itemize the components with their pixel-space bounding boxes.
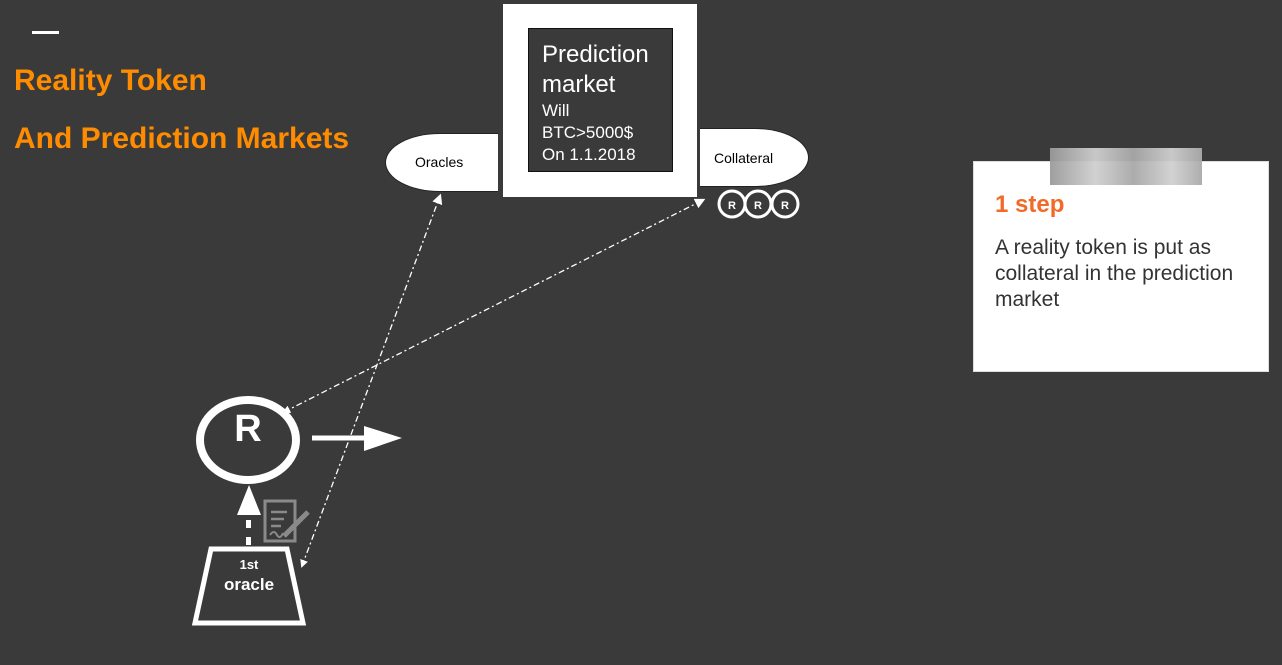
oracles-label: Oracles bbox=[415, 154, 464, 170]
reality-token-letter: R bbox=[234, 408, 262, 450]
reality-token-circle bbox=[196, 396, 300, 484]
first-oracle-label-line2: oracle bbox=[223, 575, 275, 594]
collateral-token-3-letter: R bbox=[781, 200, 789, 212]
collateral-token-1: R bbox=[717, 189, 747, 219]
slide-title-line2: And Prediction Markets bbox=[14, 122, 350, 155]
step-note-heading: 1 step bbox=[995, 191, 1065, 218]
collateral-token-2-letter: R bbox=[754, 200, 762, 212]
collateral-token-2: R bbox=[743, 189, 773, 219]
prediction-market-title-line1: Prediction bbox=[542, 41, 649, 68]
collateral-token-1-letter: R bbox=[728, 200, 736, 212]
step-note-body: A reality token is put as collateral in … bbox=[995, 236, 1234, 311]
prediction-market-title-line2: market bbox=[542, 71, 616, 98]
first-oracle-label-line1: 1st bbox=[239, 557, 259, 572]
slide-dash bbox=[32, 31, 59, 34]
document-sign-icon bbox=[263, 499, 310, 543]
slide-title-line1: Reality Token bbox=[14, 64, 207, 97]
tape-decoration bbox=[1050, 148, 1202, 185]
prediction-market-box: Prediction market Will BTC>5000$ On 1.1.… bbox=[528, 28, 673, 172]
oracle-to-token-arrow bbox=[237, 485, 261, 545]
token-to-collateral-connector bbox=[283, 198, 706, 413]
oracles-node bbox=[385, 133, 498, 192]
prediction-question-line1: Will bbox=[542, 101, 570, 120]
prediction-question-line2: BTC>5000$ bbox=[542, 123, 634, 142]
oracle-to-oracles-connector bbox=[301, 193, 443, 567]
arrow-right-icon bbox=[312, 426, 402, 451]
collateral-label: Collateral bbox=[714, 150, 774, 166]
step-note-card bbox=[973, 161, 1269, 372]
collateral-token-3: R bbox=[770, 189, 800, 219]
prediction-question-line3: On 1.1.2018 bbox=[542, 145, 636, 164]
first-oracle-node bbox=[191, 546, 307, 626]
collateral-node bbox=[700, 128, 809, 187]
